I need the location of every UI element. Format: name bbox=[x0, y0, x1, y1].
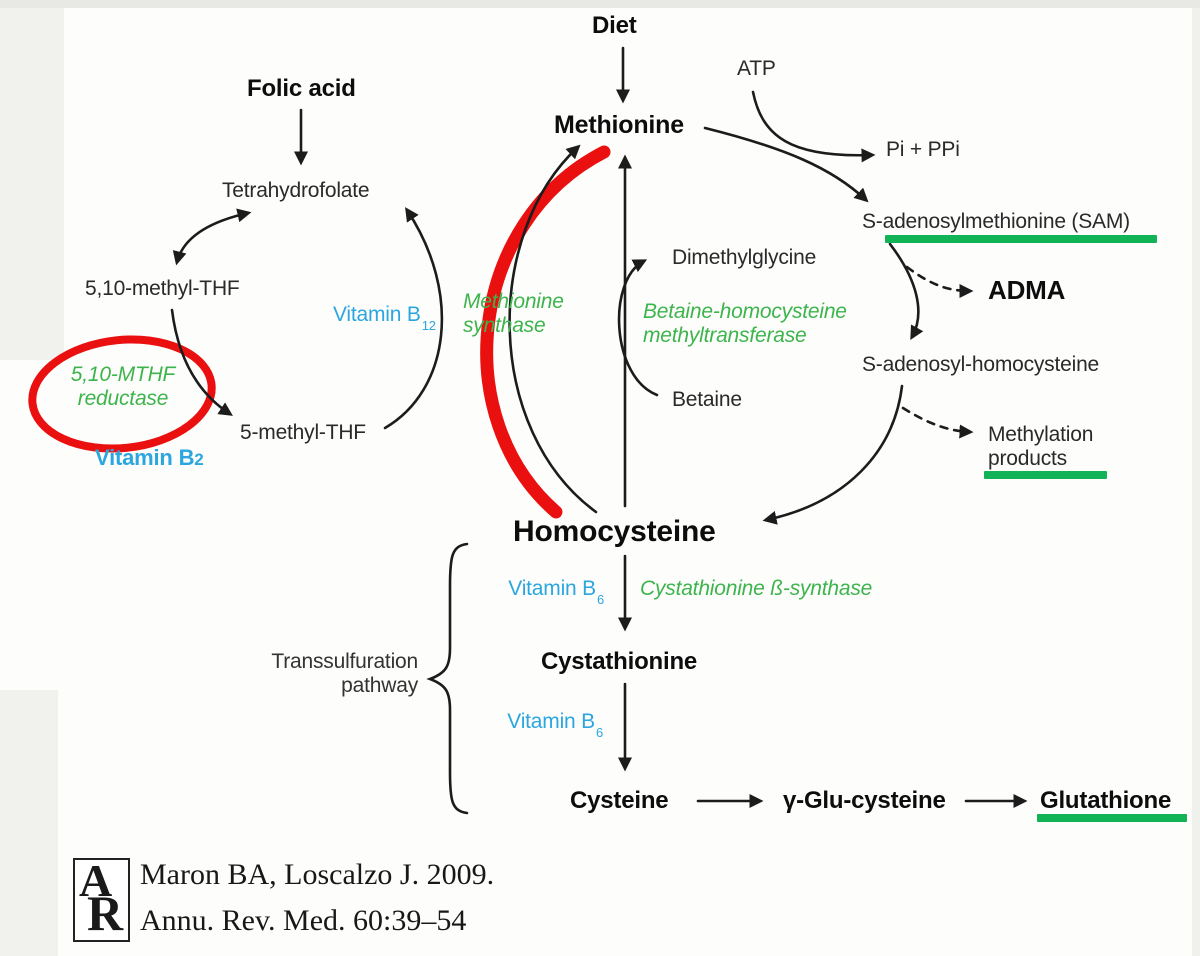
enzyme-cbs: Cystathionine ß-synthase bbox=[640, 577, 873, 600]
methylation-products-underline bbox=[984, 471, 1107, 479]
node-diet: Diet bbox=[592, 12, 637, 39]
arrow-5methylthf-to-thf bbox=[383, 207, 444, 430]
node-pi-ppi: Pi + PPi bbox=[886, 138, 960, 161]
enzyme-bhmt: Betaine-homocysteine methyltransferase bbox=[643, 300, 847, 347]
node-cystathionine: Cystathionine bbox=[541, 648, 698, 675]
arrow-510methylthf-to-5methylthf bbox=[170, 308, 233, 416]
node-gamma-glu-cysteine: γ-Glu-cysteine bbox=[783, 787, 946, 814]
node-5-methyl-thf: 5-methyl-THF bbox=[240, 421, 366, 444]
bhmt-line2: methyltransferase bbox=[643, 323, 807, 347]
arrow-thf-510methylthf-double bbox=[172, 208, 252, 266]
cofactor-vitamin-b2: Vitamin B2 bbox=[95, 445, 204, 471]
arrow-atp-to-pippi bbox=[751, 90, 876, 163]
transsulfuration-line2: pathway bbox=[341, 673, 418, 697]
methionine-synthase-line1: Methionine bbox=[463, 290, 564, 313]
node-betaine: Betaine bbox=[672, 388, 742, 411]
red-highlight-arc bbox=[480, 145, 611, 519]
vitamin-b12-base: Vitamin B bbox=[333, 303, 421, 326]
methionine-synthase-line2: synthase bbox=[463, 313, 546, 337]
arrow-sah-to-methylation-dashed bbox=[901, 406, 974, 439]
node-methylation-products: Methylation products bbox=[988, 423, 1093, 470]
node-sah: S-adenosyl-homocysteine bbox=[862, 353, 1100, 376]
arrow-methionine-to-sam bbox=[703, 126, 869, 203]
vitamin-b6-upper-base: Vitamin B bbox=[508, 577, 596, 600]
node-510-methyl-thf: 5,10-methyl-THF bbox=[85, 277, 240, 300]
vitamin-b2-sub: 2 bbox=[194, 450, 204, 469]
transsulfuration-line1: Transsulfuration bbox=[271, 650, 418, 673]
arrow-sah-to-homocysteine bbox=[762, 384, 904, 525]
enzyme-methionine-synthase: Methionine synthase bbox=[463, 290, 564, 337]
arrow-betaine-to-dimethylglycine bbox=[617, 259, 659, 397]
right-edge-band bbox=[1192, 8, 1200, 956]
vitamin-b6-lower-base: Vitamin B bbox=[507, 710, 595, 733]
arrow-homocysteine-to-methionine-synthase-arc bbox=[508, 144, 598, 514]
bhmt-line1: Betaine-homocysteine bbox=[643, 300, 847, 323]
vitamin-b6-upper-sub: 6 bbox=[596, 592, 604, 608]
node-atp: ATP bbox=[737, 57, 776, 80]
cofactor-vitamin-b6-lower: Vitamin B6 bbox=[464, 710, 603, 741]
glutathione-underline bbox=[1037, 814, 1187, 822]
transsulfuration-brace bbox=[426, 542, 469, 815]
vitamin-b12-sub: 12 bbox=[421, 318, 436, 334]
arrow-sam-to-adma-dashed bbox=[905, 265, 974, 299]
sam-underline bbox=[885, 235, 1157, 243]
left-edge-band-upper bbox=[0, 8, 64, 360]
arrow-sam-to-sah bbox=[888, 242, 924, 341]
node-sam: S-adenosylmethionine (SAM) bbox=[862, 210, 1130, 233]
mthf-reductase-line1: 5,10-MTHF bbox=[70, 363, 176, 386]
methylation-line2: products bbox=[988, 446, 1067, 470]
node-glutathione: Glutathione bbox=[1040, 787, 1172, 814]
enzyme-mthf-reductase: 5,10-MTHF reductase bbox=[68, 363, 178, 410]
transsulfuration-label: Transsulfuration pathway bbox=[255, 650, 418, 697]
node-adma: ADMA bbox=[988, 275, 1066, 305]
cofactor-vitamin-b12: Vitamin B12 bbox=[333, 303, 436, 334]
red-highlight-ellipse bbox=[28, 335, 216, 453]
left-edge-band-lower bbox=[0, 690, 58, 956]
node-tetrahydrofolate: Tetrahydrofolate bbox=[222, 179, 370, 202]
vitamin-b2-base: Vitamin B bbox=[95, 445, 195, 470]
node-methionine: Methionine bbox=[554, 111, 684, 139]
mthf-reductase-line2: reductase bbox=[77, 386, 169, 410]
annual-reviews-logo: A R bbox=[73, 858, 130, 942]
node-dimethylglycine: Dimethylglycine bbox=[672, 246, 817, 269]
citation-line2: Annu. Rev. Med. 60:39–54 bbox=[140, 904, 467, 937]
logo-letter-a: A bbox=[79, 855, 113, 906]
node-cysteine: Cysteine bbox=[570, 787, 669, 814]
vitamin-b6-lower-sub: 6 bbox=[595, 725, 603, 741]
node-folic-acid: Folic acid bbox=[247, 75, 356, 102]
logo-letter-r: R bbox=[87, 885, 124, 941]
top-edge-band bbox=[0, 0, 1200, 8]
citation-line1: Maron BA, Loscalzo J. 2009. bbox=[140, 858, 495, 891]
cofactor-vitamin-b6-upper: Vitamin B6 bbox=[465, 577, 604, 608]
node-homocysteine: Homocysteine bbox=[513, 515, 716, 548]
methylation-line1: Methylation bbox=[988, 423, 1094, 446]
